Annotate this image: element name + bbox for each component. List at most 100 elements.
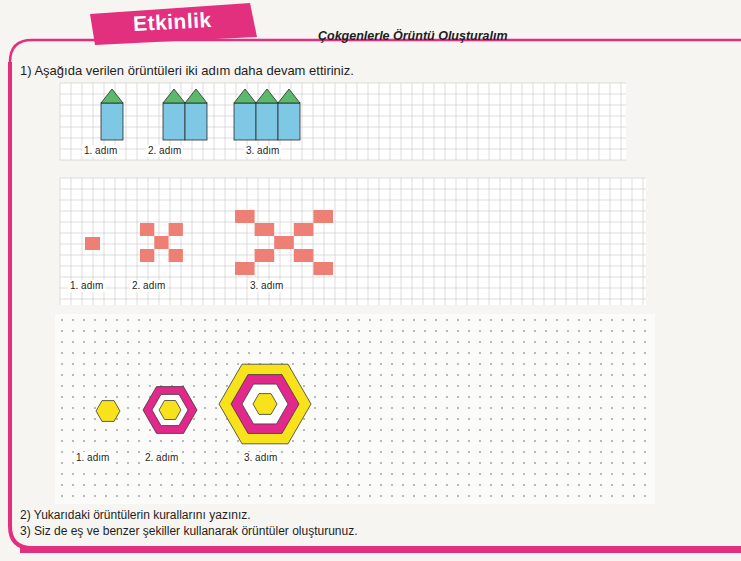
grid-dot bbox=[149, 385, 151, 387]
grid-dot bbox=[380, 473, 382, 475]
grid-dot bbox=[600, 495, 602, 497]
grid-dot bbox=[589, 440, 591, 442]
grid-dot bbox=[545, 451, 547, 453]
grid-dot bbox=[138, 330, 140, 332]
grid-dot bbox=[512, 396, 514, 398]
grid-dot bbox=[61, 374, 63, 376]
grid-dot bbox=[369, 407, 371, 409]
grid-line bbox=[632, 178, 633, 305]
grid-dot bbox=[127, 418, 129, 420]
grid-dot bbox=[204, 396, 206, 398]
grid-dot bbox=[116, 341, 118, 343]
grid-line bbox=[577, 83, 578, 160]
grid-line bbox=[599, 178, 600, 305]
grid-dot bbox=[633, 363, 635, 365]
grid-line bbox=[236, 178, 237, 305]
grid-dot bbox=[633, 451, 635, 453]
grid-dot bbox=[369, 363, 371, 365]
grid-dot bbox=[622, 440, 624, 442]
grid-dot bbox=[501, 484, 503, 486]
grid-dot bbox=[105, 396, 107, 398]
grid-dot bbox=[633, 440, 635, 442]
grid-dot bbox=[633, 341, 635, 343]
grid-dot bbox=[644, 451, 646, 453]
grid-dot bbox=[446, 407, 448, 409]
grid-dot bbox=[248, 484, 250, 486]
grid-dot bbox=[556, 396, 558, 398]
grid-dot bbox=[578, 385, 580, 387]
grid-dot bbox=[237, 363, 239, 365]
grid-dot bbox=[556, 319, 558, 321]
grid-dot bbox=[281, 319, 283, 321]
grid-dot bbox=[138, 396, 140, 398]
grid-dot bbox=[314, 451, 316, 453]
grid-dot bbox=[116, 385, 118, 387]
step-label: 1. adım bbox=[68, 280, 105, 292]
grid-dot bbox=[567, 374, 569, 376]
grid-dot bbox=[259, 495, 261, 497]
grid-dot bbox=[61, 330, 63, 332]
grid-dot bbox=[413, 319, 415, 321]
grid-dot bbox=[589, 341, 591, 343]
grid-dot bbox=[358, 385, 360, 387]
grid-dot bbox=[358, 374, 360, 376]
grid-dot bbox=[600, 363, 602, 365]
grid-dot bbox=[149, 429, 151, 431]
grid-dot bbox=[468, 341, 470, 343]
grid-dot bbox=[644, 330, 646, 332]
grid-dot bbox=[193, 363, 195, 365]
grid-dot bbox=[611, 495, 613, 497]
grid-dot bbox=[578, 352, 580, 354]
grid-dot bbox=[644, 396, 646, 398]
grid-dot bbox=[424, 473, 426, 475]
grid-dot bbox=[644, 363, 646, 365]
grid-dot bbox=[237, 484, 239, 486]
grid-dot bbox=[391, 429, 393, 431]
grid-dot bbox=[457, 451, 459, 453]
grid-dot bbox=[523, 363, 525, 365]
grid-dot bbox=[622, 319, 624, 321]
grid-dot bbox=[149, 374, 151, 376]
grid-line bbox=[60, 127, 626, 128]
grid-dot bbox=[578, 341, 580, 343]
instruction: 1) Aşağıda verilen örüntüleri iki adım d… bbox=[20, 64, 354, 79]
grid-dot bbox=[380, 385, 382, 387]
grid-dot bbox=[358, 352, 360, 354]
grid-line bbox=[522, 83, 523, 160]
grid-dot bbox=[138, 462, 140, 464]
dot-ground bbox=[55, 314, 655, 504]
grid-dot bbox=[435, 495, 437, 497]
grid-dot bbox=[512, 330, 514, 332]
grid-dot bbox=[479, 352, 481, 354]
grid-dot bbox=[545, 484, 547, 486]
grid-line bbox=[357, 178, 358, 305]
grid-dot bbox=[380, 418, 382, 420]
grid-dot bbox=[226, 341, 228, 343]
grid-dot bbox=[204, 473, 206, 475]
grid-dot bbox=[138, 352, 140, 354]
grid-dot bbox=[61, 451, 63, 453]
grid-dot bbox=[292, 319, 294, 321]
grid-dot bbox=[633, 319, 635, 321]
grid-dot bbox=[72, 330, 74, 332]
grid-dot bbox=[479, 374, 481, 376]
grid-line bbox=[445, 83, 446, 160]
grid-dot bbox=[325, 385, 327, 387]
grid-dot bbox=[127, 462, 129, 464]
grid-dot bbox=[424, 495, 426, 497]
grid-dot bbox=[83, 407, 85, 409]
grid-dot bbox=[171, 352, 173, 354]
grid-dot bbox=[611, 319, 613, 321]
grid-dot bbox=[226, 374, 228, 376]
grid-dot bbox=[622, 451, 624, 453]
grid-dot bbox=[94, 484, 96, 486]
grid-dot bbox=[468, 495, 470, 497]
grid-dot bbox=[479, 484, 481, 486]
grid-line bbox=[544, 83, 545, 160]
grid-line bbox=[60, 83, 626, 84]
grid-dot bbox=[347, 407, 349, 409]
grid-line bbox=[346, 178, 347, 305]
grid-dot bbox=[369, 451, 371, 453]
grid-dot bbox=[347, 396, 349, 398]
grid-dot bbox=[138, 385, 140, 387]
